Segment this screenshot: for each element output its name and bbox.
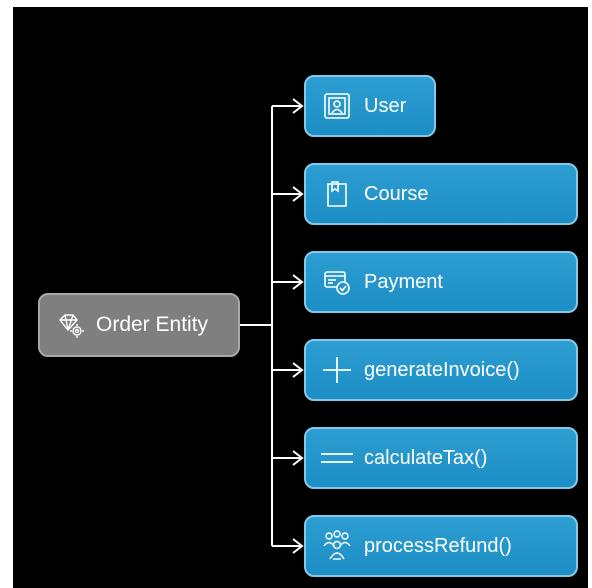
user-badge-icon xyxy=(320,89,354,123)
child-label-payment: Payment xyxy=(364,270,443,293)
arrowhead-generate-invoice xyxy=(292,362,304,378)
equals-icon xyxy=(320,441,354,475)
book-icon xyxy=(320,177,354,211)
child-node-process-refund[interactable]: processRefund() xyxy=(304,515,578,577)
child-node-generate-invoice[interactable]: generateInvoice() xyxy=(304,339,578,401)
root-label: Order Entity xyxy=(96,313,209,336)
child-label-course: Course xyxy=(364,182,429,205)
child-node-course[interactable]: Course xyxy=(304,163,578,225)
root-node-order-entity[interactable]: Order Entity xyxy=(38,293,240,357)
gear-gem-icon xyxy=(54,308,88,342)
child-node-calculate-tax[interactable]: calculateTax() xyxy=(304,427,578,489)
arrowhead-course xyxy=(292,186,304,202)
arrowhead-payment xyxy=(292,274,304,290)
payment-check-icon xyxy=(320,265,354,299)
child-label-generate-invoice: generateInvoice() xyxy=(364,358,520,381)
arrowhead-calculate-tax xyxy=(292,450,304,466)
child-node-payment[interactable]: Payment xyxy=(304,251,578,313)
arrowhead-user xyxy=(292,98,304,114)
child-label-user: User xyxy=(364,94,407,117)
child-label-process-refund: processRefund() xyxy=(364,534,512,557)
plus-icon xyxy=(320,353,354,387)
people-group-icon xyxy=(320,529,354,563)
child-node-user[interactable]: User xyxy=(304,75,436,137)
arrowhead-process-refund xyxy=(292,538,304,554)
child-label-calculate-tax: calculateTax() xyxy=(364,446,488,469)
